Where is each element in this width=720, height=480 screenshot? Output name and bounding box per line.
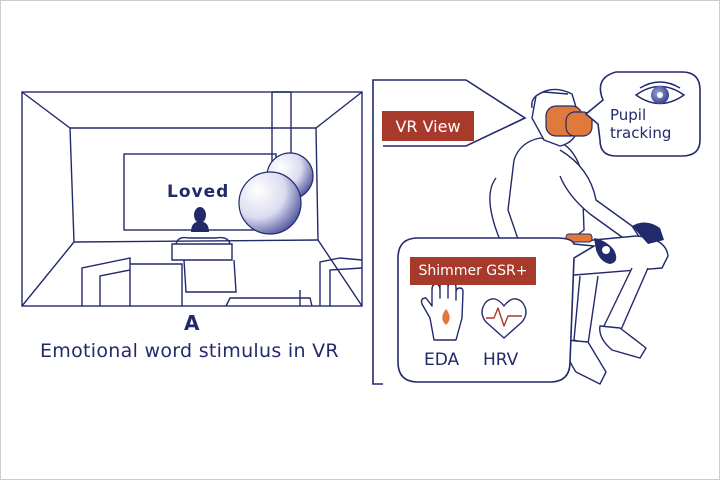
hand: [632, 222, 664, 244]
eda-label: EDA: [424, 350, 460, 370]
stimulus-word: Loved: [167, 182, 230, 202]
heart-icon: [481, 298, 527, 339]
vr-headset: [545, 105, 593, 137]
eye-icon: [634, 81, 686, 105]
shimmer-device: [565, 233, 617, 264]
caption: Emotional word stimulus in VR: [40, 340, 339, 362]
sphere-large: [238, 171, 302, 235]
view-cone: [383, 79, 527, 147]
hrv-label: HRV: [483, 350, 519, 370]
vr-view-label: VR View: [382, 111, 474, 141]
person-silhouette-icon: [191, 207, 209, 232]
shimmer-label: Shimmer GSR+: [410, 257, 536, 285]
panel-letter: A: [184, 311, 200, 335]
pupil-tracking-label: Pupil tracking: [610, 106, 672, 142]
bracket: [372, 79, 383, 385]
